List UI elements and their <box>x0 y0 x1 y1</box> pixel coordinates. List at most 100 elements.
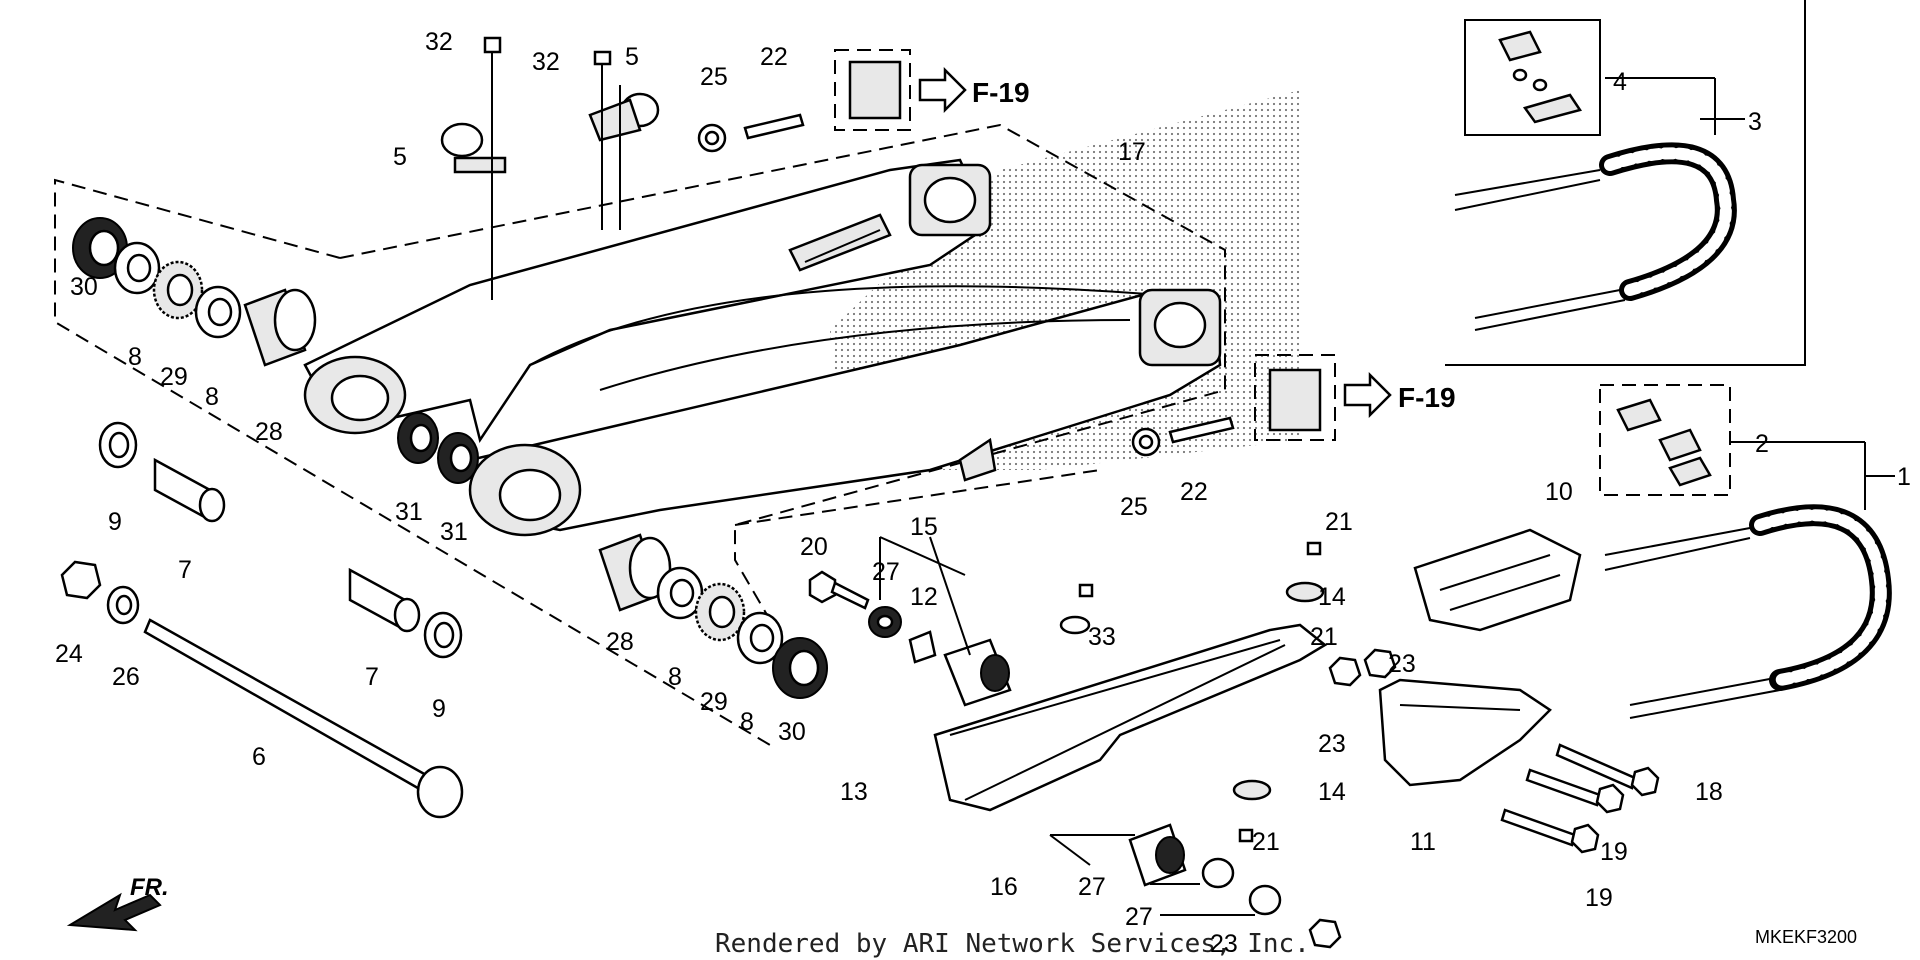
screw-21-a[interactable] <box>1078 583 1094 598</box>
drive-chain-1[interactable] <box>1604 504 1892 719</box>
callout-number[interactable]: 9 <box>432 695 446 723</box>
bolt-19-a[interactable] <box>1525 768 1625 814</box>
callout-number[interactable]: 12 <box>910 583 938 611</box>
ref-arrow-top[interactable] <box>918 66 967 114</box>
bolt-18[interactable] <box>1555 743 1660 797</box>
needle-bearing-29-right[interactable] <box>694 582 746 642</box>
bolt-19-b[interactable] <box>1500 808 1600 854</box>
chain-adjuster-block-top[interactable] <box>834 49 911 131</box>
collar-7-bottom[interactable] <box>348 567 421 633</box>
nut-25-top[interactable] <box>697 123 727 153</box>
chain-slider-13[interactable] <box>933 623 1328 812</box>
callout-number[interactable]: 19 <box>1600 838 1628 866</box>
callout-number[interactable]: 23 <box>1210 930 1238 958</box>
collar-27-c[interactable] <box>1248 884 1282 916</box>
callout-number[interactable]: 27 <box>872 558 900 586</box>
callout-number[interactable]: 7 <box>365 663 379 691</box>
ref-label-right[interactable]: F-19 <box>1398 382 1456 413</box>
callout-number[interactable]: 23 <box>1388 650 1416 678</box>
bearing-31-a[interactable] <box>397 412 439 464</box>
callout-number[interactable]: 20 <box>800 533 828 561</box>
callout-number[interactable]: 22 <box>760 43 788 71</box>
adjuster-bolt-22-top[interactable] <box>743 113 805 140</box>
bearing-31-b[interactable] <box>437 432 479 484</box>
screw-21-c[interactable] <box>1238 828 1254 843</box>
callout-number[interactable]: 4 <box>1613 68 1627 96</box>
bolt-20[interactable] <box>808 570 870 610</box>
washer-26[interactable] <box>106 585 140 625</box>
callout-number[interactable]: 13 <box>840 778 868 806</box>
callout-number[interactable]: 27 <box>1125 903 1153 931</box>
chain-guide-roller-5-b[interactable] <box>588 92 660 142</box>
callout-number[interactable]: 8 <box>740 708 754 736</box>
collar-27-b[interactable] <box>1201 857 1235 889</box>
roller-15[interactable] <box>943 638 1012 707</box>
callout-number[interactable]: 32 <box>532 48 560 76</box>
callout-number[interactable]: 32 <box>425 28 453 56</box>
washer-33[interactable] <box>1059 615 1091 635</box>
callout-number[interactable]: 21 <box>1310 623 1338 651</box>
chain-guide-brace-11[interactable] <box>1378 678 1552 787</box>
grommet-14-bottom[interactable] <box>1232 779 1272 801</box>
callout-number[interactable]: 14 <box>1318 583 1346 611</box>
nut-23-a[interactable] <box>1328 656 1362 687</box>
callout-number[interactable]: 9 <box>108 508 122 536</box>
washer-8-right-a[interactable] <box>656 566 704 620</box>
callout-number[interactable]: 25 <box>700 63 728 91</box>
dust-seal-9-top[interactable] <box>98 421 138 469</box>
callout-number[interactable]: 25 <box>1120 493 1148 521</box>
callout-number[interactable]: 19 <box>1585 884 1613 912</box>
callout-number[interactable]: 30 <box>70 273 98 301</box>
screw-21-b[interactable] <box>1306 541 1322 556</box>
washer-8-right-b[interactable] <box>736 611 784 665</box>
callout-number[interactable]: 23 <box>1318 730 1346 758</box>
callout-number[interactable]: 8 <box>128 343 142 371</box>
ref-arrow-right[interactable] <box>1343 371 1392 419</box>
callout-number[interactable]: 14 <box>1318 778 1346 806</box>
drive-chain-3[interactable] <box>1454 142 1737 331</box>
dust-seal-9-bottom[interactable] <box>423 611 463 659</box>
bearing-30-right[interactable] <box>772 637 828 699</box>
bearing-30-left[interactable] <box>72 217 128 279</box>
chain-guide-10[interactable] <box>1413 528 1582 632</box>
callout-number[interactable]: 5 <box>393 143 407 171</box>
callout-number[interactable]: 15 <box>910 513 938 541</box>
nut-23-bottom[interactable] <box>1308 918 1342 949</box>
callout-number[interactable]: 28 <box>255 418 283 446</box>
callout-number[interactable]: 18 <box>1695 778 1723 806</box>
callout-number[interactable]: 11 <box>1410 828 1436 856</box>
nut-25-right[interactable] <box>1131 427 1161 457</box>
callout-number[interactable]: 27 <box>1078 873 1106 901</box>
chain-adjuster-block-right[interactable] <box>1254 354 1336 441</box>
nut-24[interactable] <box>60 560 102 600</box>
callout-number[interactable]: 33 <box>1088 623 1116 651</box>
washer-8-left-a[interactable] <box>113 241 161 295</box>
collar-27-a[interactable] <box>868 606 902 638</box>
screw-32-b[interactable] <box>593 50 612 72</box>
callout-number[interactable]: 8 <box>668 663 682 691</box>
callout-number[interactable]: 29 <box>160 363 188 391</box>
callout-number[interactable]: 10 <box>1545 478 1573 506</box>
callout-number[interactable]: 28 <box>606 628 634 656</box>
callout-number[interactable]: 30 <box>778 718 806 746</box>
grommet-14-top[interactable] <box>1285 581 1325 603</box>
nut-23-b[interactable] <box>1363 648 1397 679</box>
callout-number[interactable]: 3 <box>1748 108 1762 136</box>
washer-8-left-b[interactable] <box>194 285 242 339</box>
needle-bearing-29-left[interactable] <box>152 260 204 320</box>
callout-number[interactable]: 31 <box>440 518 468 546</box>
callout-number[interactable]: 7 <box>178 556 192 584</box>
callout-number[interactable]: 17 <box>1118 138 1146 166</box>
callout-number[interactable]: 24 <box>55 640 83 668</box>
ref-label-top[interactable]: F-19 <box>972 77 1030 108</box>
callout-number[interactable]: 1 <box>1897 463 1911 491</box>
callout-number[interactable]: 5 <box>625 43 639 71</box>
callout-number[interactable]: 31 <box>395 498 423 526</box>
adjuster-bolt-22-right[interactable] <box>1168 416 1235 444</box>
master-link-2[interactable] <box>1599 384 1731 496</box>
chain-guide-roller-5-a[interactable] <box>440 122 507 174</box>
callout-number[interactable]: 16 <box>990 873 1018 901</box>
callout-number[interactable]: 22 <box>1180 478 1208 506</box>
callout-number[interactable]: 8 <box>205 383 219 411</box>
screw-32-a[interactable] <box>483 36 502 60</box>
